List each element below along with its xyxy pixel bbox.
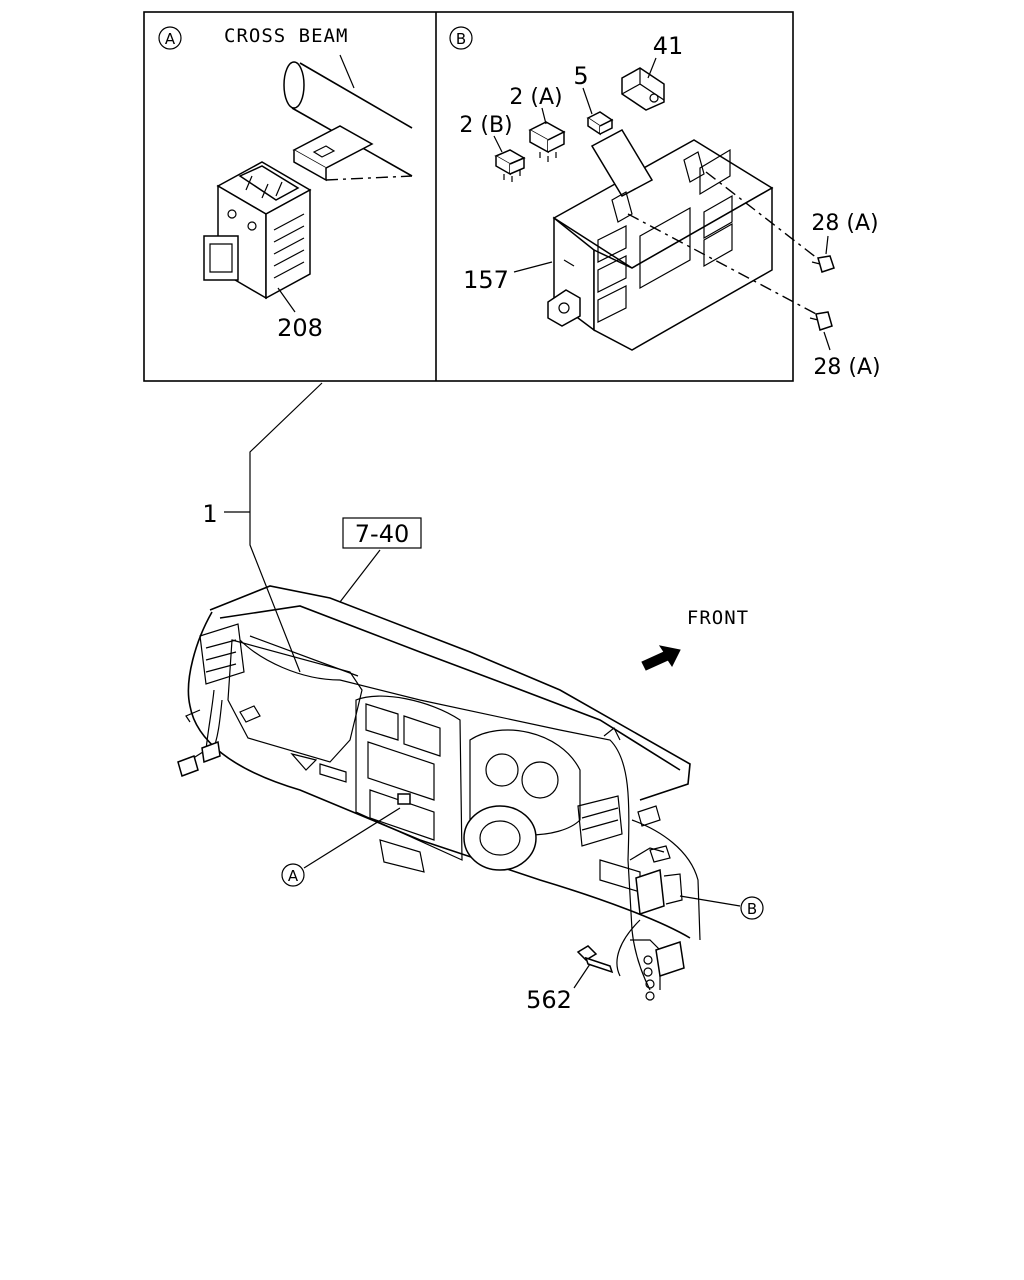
harness-label: 1 [202,500,217,528]
panel-b-marker-circle [449,26,473,50]
part-label-2a: 2 (A) [509,85,562,110]
relay-2b [494,149,526,182]
part-label-28a-top: 28 (A) [811,211,878,236]
relay-block-208 [203,161,312,300]
relay-41 [621,67,665,111]
part-label-208: 208 [277,314,323,342]
panel-a-marker-circle [158,26,182,50]
main-view: 1 7-40 FRONT [177,382,764,1014]
leader-208 [277,287,296,313]
screw-28a-bottom [809,311,833,331]
ref-box [342,517,422,549]
part-label-157: 157 [463,266,509,294]
bolt-562 [576,945,614,974]
part-label-2b: 2 (B) [459,113,512,138]
relay-2a [528,121,566,162]
harness-leader [249,382,323,673]
harness-strands [177,639,685,1001]
part-label-28a-bottom: 28 (A) [813,355,880,380]
panel-a: A CROSS BEAM [158,25,413,342]
bolt-label: 562 [526,986,572,1014]
panel-b-marker: B [456,30,466,48]
callout-a: A [288,867,299,885]
callout-b: B [747,900,757,918]
front-arrow-icon [641,645,681,671]
panel-a-title: CROSS BEAM [224,25,348,47]
fuse-5 [586,111,614,136]
callout-b-circle [740,896,764,920]
junction-box-157 [547,129,774,351]
front-label: FRONT [687,607,749,629]
ref-box-label: 7-40 [355,520,409,548]
screw-28a-top [811,255,835,273]
panel-b: B 41 5 2 (A) [449,26,881,380]
dashboard [187,585,701,941]
part-label-5: 5 [573,62,588,90]
mounting-bracket [292,125,413,182]
detail-frame [143,11,794,382]
part-label-41: 41 [653,32,684,60]
panel-a-marker: A [165,30,176,48]
callout-a-circle [281,863,305,887]
